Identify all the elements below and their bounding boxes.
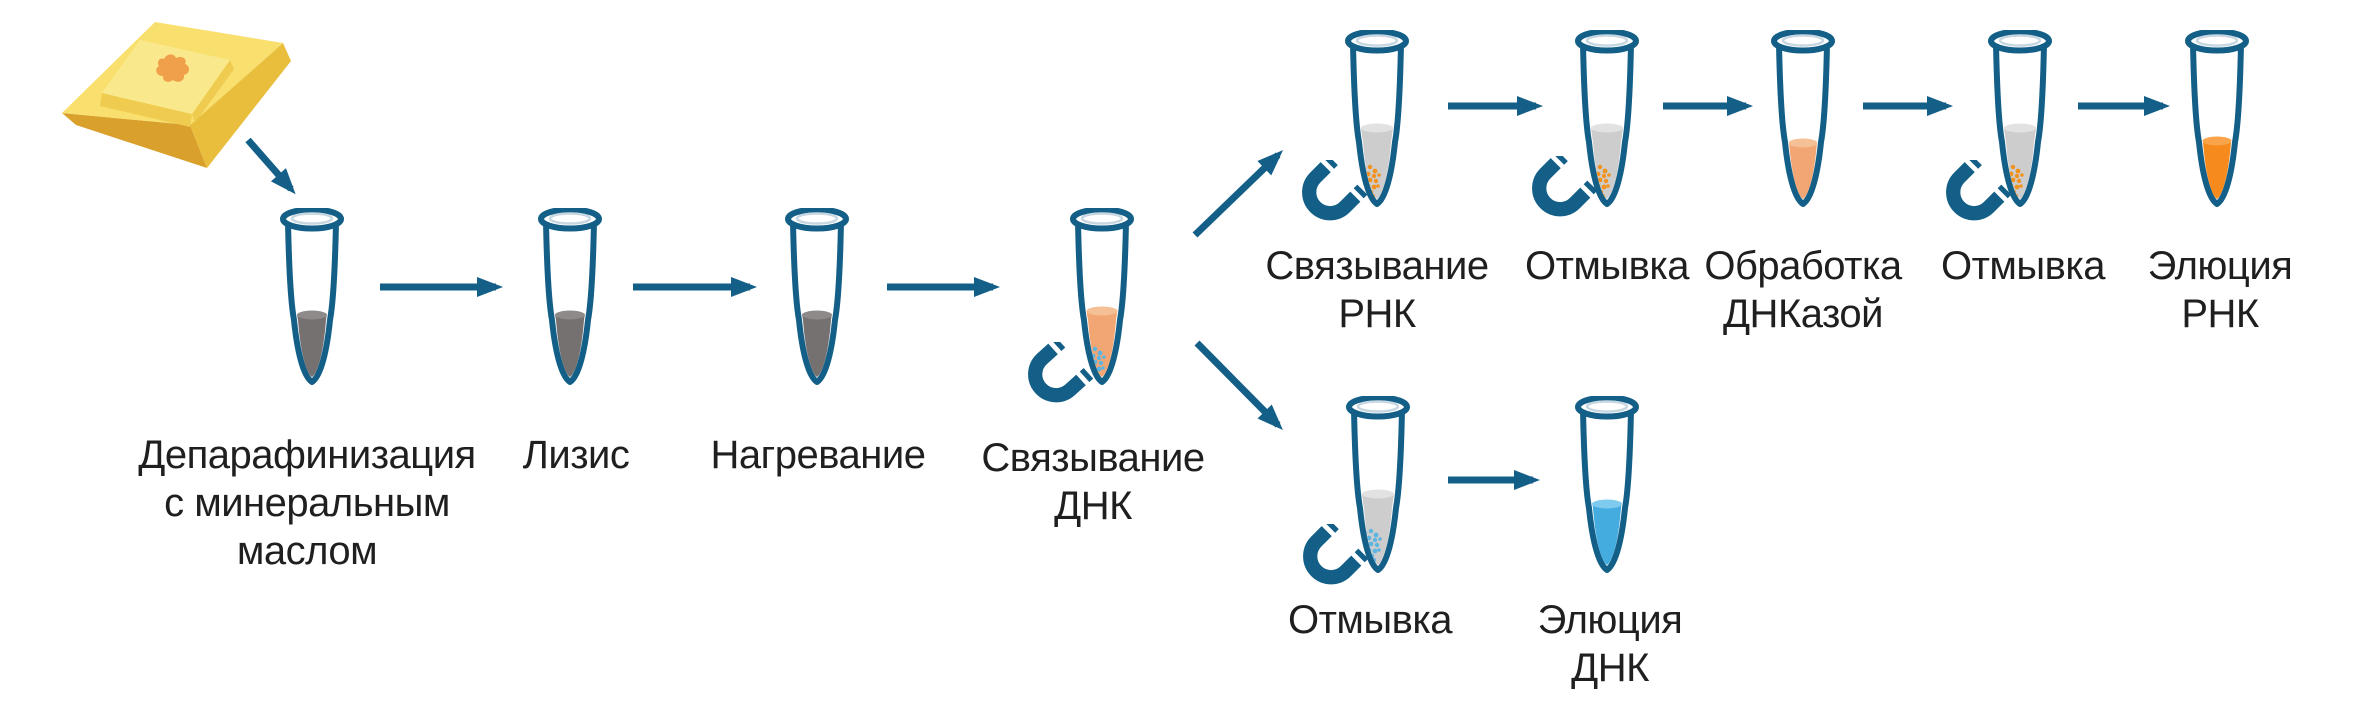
tube-rna-elution [2185,30,2249,216]
tube-dnase-treatment [1771,30,1835,216]
tube-rna-binding [1345,30,1409,216]
stage-label-rna-binding: Связывание РНК [1265,244,1489,336]
tube-wash-dna [1346,396,1410,582]
stage-label-rna-elution: Элюция РНК [2147,244,2293,336]
stage-label-dna-binding: Связывание ДНК [981,436,1205,528]
magnet-icon [1294,160,1370,236]
magnet-icon [1020,342,1096,418]
tube-heating [785,208,849,394]
tube-deparaffinization [280,208,344,394]
arrow-branch-to-rna [1192,150,1284,238]
stage-label-wash-rna-1: Отмывка [1524,244,1690,288]
magnet-icon [1295,524,1371,600]
stage-label-dnase-treatment: Обработка ДНКазой [1704,244,1902,336]
stage-label-deparaffinization: Депарафинизация с минеральным маслом [138,433,476,573]
stage-label-wash-rna-2: Отмывка [1940,244,2106,288]
magnet-icon [1524,156,1600,232]
stage-label-lysis: Лизис [522,433,630,477]
tube-lysis [538,208,602,394]
arrow-branch-to-dna [1194,340,1283,430]
stage-label-wash-dna: Отмывка [1287,598,1453,642]
stage-label-dna-elution: Элюция ДНК [1537,598,1683,690]
tube-dna-elution [1575,396,1639,582]
stage-label-heating: Нагревание [710,433,926,477]
tube-wash-rna-2 [1988,30,2052,216]
tube-dna-binding [1070,208,1134,394]
tissue-sample-icon [156,54,190,82]
arrow-block-to-deparaffinization [245,137,296,195]
paraffin-block-icon [62,22,291,168]
magnet-icon [1938,160,2014,236]
